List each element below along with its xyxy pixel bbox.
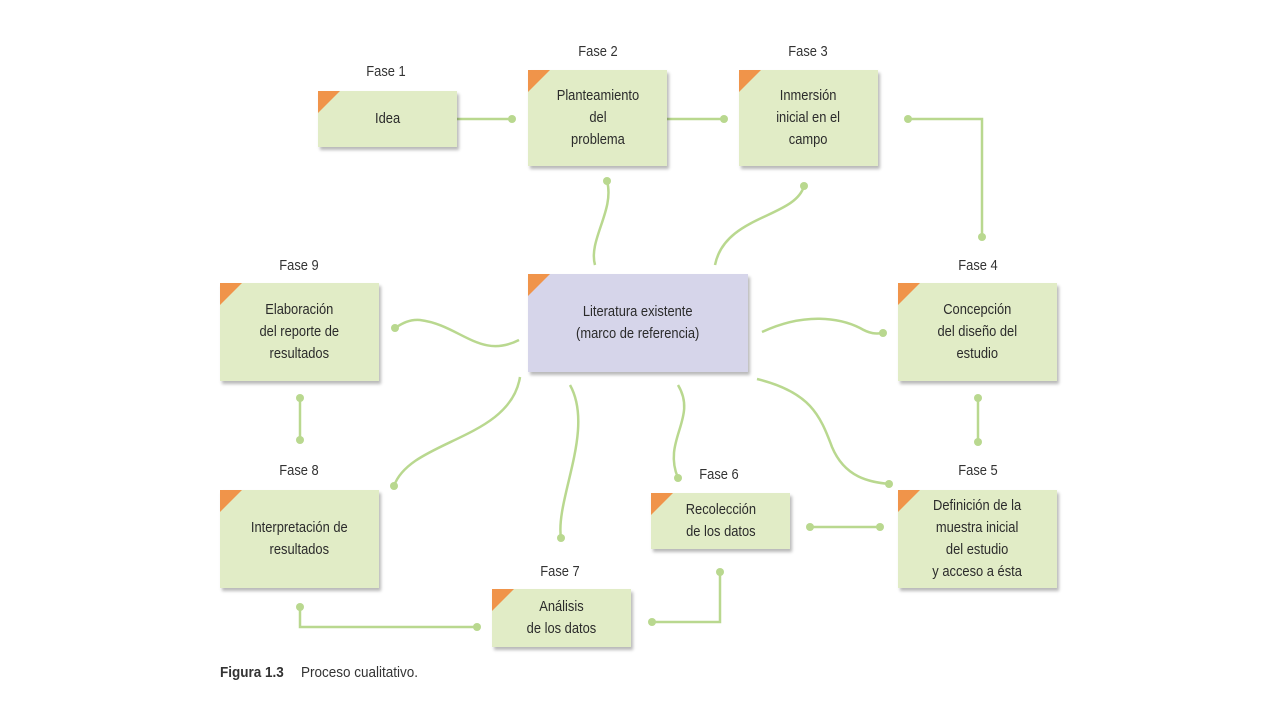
lit-connector-fase3 [713,185,806,266]
connector-dot [296,436,304,444]
connector-dot [296,603,304,611]
fase7-box: Análisis de los datos [492,589,631,647]
figure-number: Figura 1.3 [220,664,284,681]
fase9-box: Elaboración del reporte de resultados [220,283,379,381]
corner-marker [651,493,673,515]
corner-marker [898,283,920,305]
fase6-box: Recolección de los datos [651,493,790,549]
lit-connector-fase5 [756,377,890,486]
fase5-box: Definición de la muestra inicial del est… [898,490,1057,588]
fase4-text: Concepción del diseño del estudio [937,301,1018,362]
corner-marker [220,490,242,512]
connector-dot [974,438,982,446]
corner-marker [528,70,550,92]
connector-dot [508,115,516,123]
corner-marker [318,91,340,113]
fase5-text: Definición de la muestra inicial del est… [932,497,1023,580]
corner-marker [739,70,761,92]
connector-dot [885,480,893,488]
fase8-box: Interpretación de resultados [220,490,379,588]
figure-caption: Figura 1.3 Proceso cualitativo. [220,664,431,681]
figure-caption-text: Proceso cualitativo. [300,664,418,681]
fase3-box: Inmersión inicial en el campo [739,70,878,166]
lit-connector-fase4 [761,317,884,335]
fase4-label: Fase 4 [958,257,998,274]
connector-dot [879,329,887,337]
connector-dot [557,534,565,542]
connector-dot [806,523,814,531]
corner-marker [220,283,242,305]
connector-fase7-fase8 [298,607,477,629]
connector-dot [674,474,682,482]
lit-connector-fase9 [394,318,520,348]
fase8-label: Fase 8 [279,462,319,479]
lit-connector-fase2 [592,180,610,266]
connector-dot [603,177,611,185]
fase1-text: Idea [374,110,401,127]
fase7-text: Análisis de los datos [526,598,597,637]
fase9-text: Elaboración del reporte de resultados [259,301,340,362]
fase5-label: Fase 5 [958,462,998,479]
literature-box: Literatura existente (marco de referenci… [528,274,748,372]
fase2-box: Planteamiento del problema [528,70,667,166]
connector-dot [473,623,481,631]
connector-dot [648,618,656,626]
fase2-label: Fase 2 [578,43,618,60]
connector-dot [390,482,398,490]
fase2-text: Planteamiento del problema [556,87,639,148]
fase6-text: Recolección de los datos [685,501,756,540]
corner-marker [528,274,550,296]
fase3-label: Fase 3 [788,43,828,60]
literature-text: Literatura existente (marco de referenci… [576,303,700,342]
fase4-box: Concepción del diseño del estudio [898,283,1057,381]
fase6-label: Fase 6 [699,466,739,483]
lit-connector-fase7 [559,384,580,539]
connector-dot [391,324,399,332]
connector-dot [716,568,724,576]
fase8-text: Interpretación de resultados [251,519,348,558]
fase1-box: Idea [318,91,457,147]
connector-dot [904,115,912,123]
fase9-label: Fase 9 [279,257,319,274]
connector-dot [800,182,808,190]
fase3-text: Inmersión inicial en el campo [776,87,841,148]
lit-connector-fase6 [672,384,686,479]
corner-marker [492,589,514,611]
fase7-label: Fase 7 [540,563,580,580]
connector-dot [974,394,982,402]
connector-fase3-fase4 [908,117,984,237]
lit-connector-fase8 [392,376,522,487]
connector-dot [978,233,986,241]
connector-dot [720,115,728,123]
connector-dot [296,394,304,402]
connector-dot [876,523,884,531]
corner-marker [898,490,920,512]
fase1-label: Fase 1 [366,63,406,80]
connector-fase6-fase7 [652,572,722,624]
